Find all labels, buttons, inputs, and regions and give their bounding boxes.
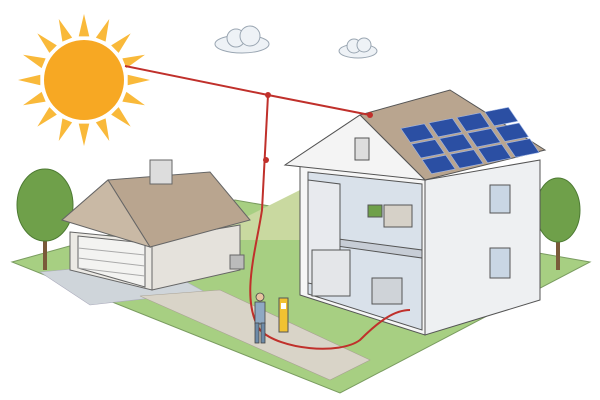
sun-ray xyxy=(58,118,73,141)
sun-ray xyxy=(37,33,57,53)
cloud-icon xyxy=(214,25,270,54)
sun-ray xyxy=(95,118,110,141)
solar-cell xyxy=(421,154,456,174)
sun-ray xyxy=(122,54,145,69)
sun-ray xyxy=(78,123,90,146)
solar-panel xyxy=(400,107,540,174)
cable-junction xyxy=(367,112,373,118)
sun-ray xyxy=(127,74,150,86)
solar-cell xyxy=(467,128,501,148)
cable-junction xyxy=(263,157,269,163)
person-icon xyxy=(254,292,266,344)
sun-ray xyxy=(122,91,145,106)
solar-cell xyxy=(411,139,445,159)
solar-cell xyxy=(428,118,463,138)
solar-cell xyxy=(439,133,473,153)
sun-ray xyxy=(111,33,131,53)
solar-cell xyxy=(484,107,519,127)
solar-cell xyxy=(477,143,512,163)
tree-icon xyxy=(16,168,74,270)
house xyxy=(283,89,547,336)
sun-ray xyxy=(95,19,110,42)
cable-junction xyxy=(265,92,271,98)
garage xyxy=(60,159,251,291)
solar-cell xyxy=(495,122,529,142)
sun-ray xyxy=(23,91,46,106)
solar-cell xyxy=(400,123,435,143)
solar-cell xyxy=(505,138,540,158)
solar-cell xyxy=(449,149,484,169)
sun-ray xyxy=(37,107,57,127)
sun-ray xyxy=(58,19,73,42)
power-meter xyxy=(278,297,289,333)
solar-cell xyxy=(456,112,491,132)
sun-icon xyxy=(18,14,150,146)
sun-ray xyxy=(78,14,90,37)
cloud-icon xyxy=(338,37,378,59)
sun-ray xyxy=(23,54,46,69)
sun-ray xyxy=(111,107,131,127)
sun-ray xyxy=(18,74,41,86)
